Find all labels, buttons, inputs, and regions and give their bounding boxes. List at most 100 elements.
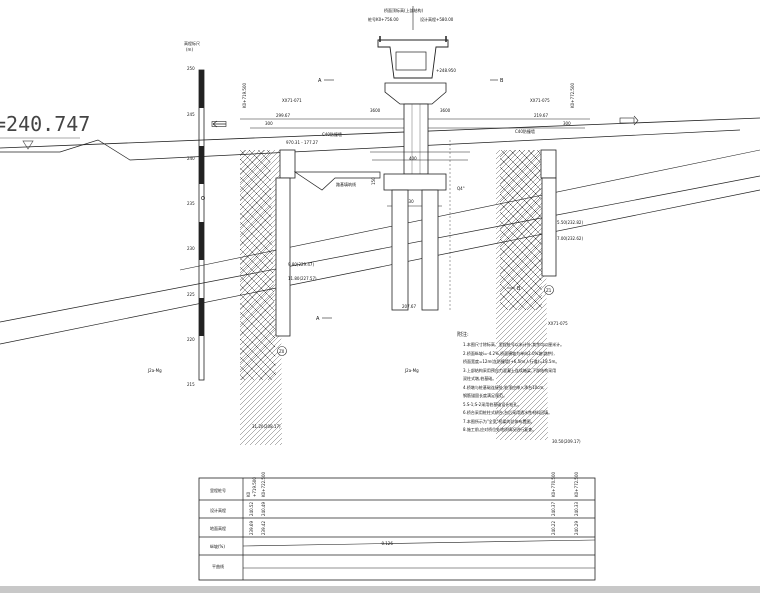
- table-row-label: 纵坡(%): [210, 543, 225, 549]
- pier-width-label: 400: [409, 156, 417, 161]
- backfill-label: 路基填筑线: [336, 181, 356, 187]
- profile-table: 里程桩号 设计高程 地面高程 纵坡(%) 平曲线 K0 +719.500 K0+…: [198, 471, 596, 581]
- deck-title: 桥面顶标高(上部结构): [384, 7, 424, 13]
- table-row-label: 设计高程: [210, 507, 226, 513]
- table-cell: K0: [246, 491, 251, 497]
- left-km-label: 300: [265, 121, 273, 126]
- right-direction-arrow-icon: [633, 115, 639, 126]
- left-extent-label: 299.67: [276, 113, 290, 118]
- left-pile-circle-icon: [277, 346, 287, 356]
- scale-tick: 235: [187, 201, 195, 206]
- scale-tick: 220: [187, 337, 195, 342]
- left-embankment-crosshatch: [240, 150, 276, 380]
- right-guardrail-label: C40防撞墙: [515, 128, 535, 134]
- approach-slab: 路基填筑线: [279, 149, 557, 191]
- notes-title: 附注:: [457, 331, 469, 338]
- note-line: 6.桥台采用桩柱式桥台,台后采用透水性材料回填。: [463, 409, 552, 415]
- scale-title: 高程标尺: [184, 40, 200, 46]
- table-cell: 240.37: [551, 502, 556, 516]
- note-line: 7.本图所示为"全宽"桥梁的总体布置图。: [463, 418, 535, 424]
- pile-width-label: 630: [406, 199, 414, 204]
- table-row-label: 地面高程: [210, 525, 226, 531]
- angle-note: Q4°: [457, 186, 465, 191]
- right-extent-label: 219.67: [534, 113, 548, 118]
- note-line: 5.S-1;S-2采用桩基础设计钻孔。: [463, 401, 521, 407]
- right-pile-id: Z1: [546, 288, 552, 293]
- geology-boundary-line: [0, 189, 760, 345]
- right-axis-label: XX71-075: [530, 98, 550, 103]
- pier-top-elevation: +248.950: [436, 68, 456, 73]
- table-cell: 240.29: [574, 521, 579, 535]
- left-bottom-label: 31.20(208.17): [252, 424, 281, 429]
- cap-height-label: 150: [371, 177, 376, 185]
- left-elevation-label: 970.31 - 177.27: [286, 140, 318, 145]
- table-cell: K0+722.500: [261, 471, 266, 497]
- left-pile-mark-2: 11.80(227.57): [288, 276, 317, 281]
- scale-bar-segment: [199, 70, 204, 108]
- box-girder: 桥面顶标高(上部结构) 桩号K0+756.00 设计高程+580.00 +248…: [368, 6, 456, 79]
- section-marker: B: [517, 286, 521, 292]
- right-bottom-label: 30.50(209.17): [552, 439, 581, 444]
- abutment-piles: 9.80(229.47) 11.80(227.57) 5.50(232.82) …: [147, 177, 583, 444]
- ground-profile-line: [0, 129, 741, 161]
- section-marker: A: [316, 316, 320, 322]
- table-cell: +719.500: [252, 477, 257, 497]
- note-line: 双柱式墩,桩基础。: [463, 375, 496, 381]
- left-pile-mark: 9.80(229.47): [288, 262, 314, 267]
- left-pile-id: Z0: [279, 349, 285, 354]
- table-cell: 240.49: [261, 502, 266, 516]
- span-left-label: 3600: [370, 108, 381, 113]
- table-cell: K0+770.500: [551, 471, 556, 497]
- scale-tick: 230: [187, 246, 195, 251]
- table-cell: 240.52: [249, 502, 254, 516]
- note-line: 2.桥面纵坡i=-4.2%,桥面横坡为单向2.0%坡(路拱),: [463, 350, 555, 356]
- table-cell: 240.22: [551, 521, 556, 535]
- right-embankment-crosshatch: [500, 150, 542, 310]
- scale-bar-segment: [199, 222, 204, 260]
- deck-station-left: 桩号K0+756.00: [368, 16, 399, 22]
- scale-marker-icon: [201, 196, 205, 200]
- left-direction-arrow-icon: [212, 120, 226, 128]
- note-line: 4.桥墩与桩基础连接处,桩顶应伸入承台10cm,: [463, 384, 545, 390]
- left-station-label: K0+719.500: [242, 82, 247, 108]
- geology-boundary-line: [0, 175, 760, 323]
- window-bottom-scrollbar[interactable]: [0, 586, 760, 593]
- right-arrow-box-icon: [619, 117, 635, 124]
- table-cell: -0.126: [380, 541, 393, 546]
- notes-block: 附注: 1.本图尺寸除标高、里程桩号以米计外,其余均以厘米计。 2.桥面纵坡i=…: [457, 331, 564, 432]
- scale-tick: 215: [187, 382, 195, 387]
- left-guardrail-label: C40防撞墙: [322, 131, 342, 137]
- note-line: 8.施工前,应对桥位处地质情况进行复查。: [463, 426, 536, 432]
- scale-tick: 240: [187, 156, 195, 161]
- right-station-label: K0+772.500: [570, 82, 575, 108]
- elevation-scale: 高程标尺 (m) 250 245 240 235 230 225 220 215: [184, 40, 205, 387]
- table-cell: 239.69: [249, 521, 254, 535]
- scale-tick: 225: [187, 292, 195, 297]
- table-row-label: 平曲线: [212, 563, 224, 569]
- scale-tick: 250: [187, 66, 195, 71]
- note-line: 1.本图尺寸除标高、里程桩号以米计外,其余均以厘米计。: [463, 341, 564, 347]
- pile-bottom-label: 207.67: [402, 304, 416, 309]
- section-marker: A: [318, 78, 322, 84]
- note-line: 3.上部结构采用预应力混凝土连续箱梁,下部结构采用: [463, 367, 556, 373]
- note-line: 钢筋锚固长度满足规范。: [463, 392, 507, 398]
- scale-bar-segment: [199, 146, 204, 184]
- right-pile-mark-2: 7.00(232.62): [557, 236, 583, 241]
- left-arrow-box-icon: [211, 121, 227, 127]
- right-km-label: 300: [563, 121, 571, 126]
- deck-station-right: 设计高程+580.00: [420, 16, 454, 22]
- right-pile-circle-icon: [544, 285, 554, 295]
- pier: 400 150 630 207.67 Q4°: [371, 82, 465, 311]
- right-pile-mark: 5.50(232.82): [557, 220, 583, 225]
- table-cell: 239.42: [261, 521, 266, 535]
- elevation-marker-text: =240.747: [0, 112, 90, 136]
- scale-tick: 245: [187, 112, 195, 117]
- deck-dimensions: 299.67 219.67 300 300 3600 3600 XX71-071…: [240, 82, 590, 145]
- scale-bar-segment: [199, 298, 204, 336]
- table-row-label: 里程桩号: [210, 487, 226, 493]
- design-grade-line: [0, 117, 760, 149]
- section-markers: A B A B: [316, 78, 521, 322]
- soil-label-left: J2a-Mg: [147, 368, 162, 373]
